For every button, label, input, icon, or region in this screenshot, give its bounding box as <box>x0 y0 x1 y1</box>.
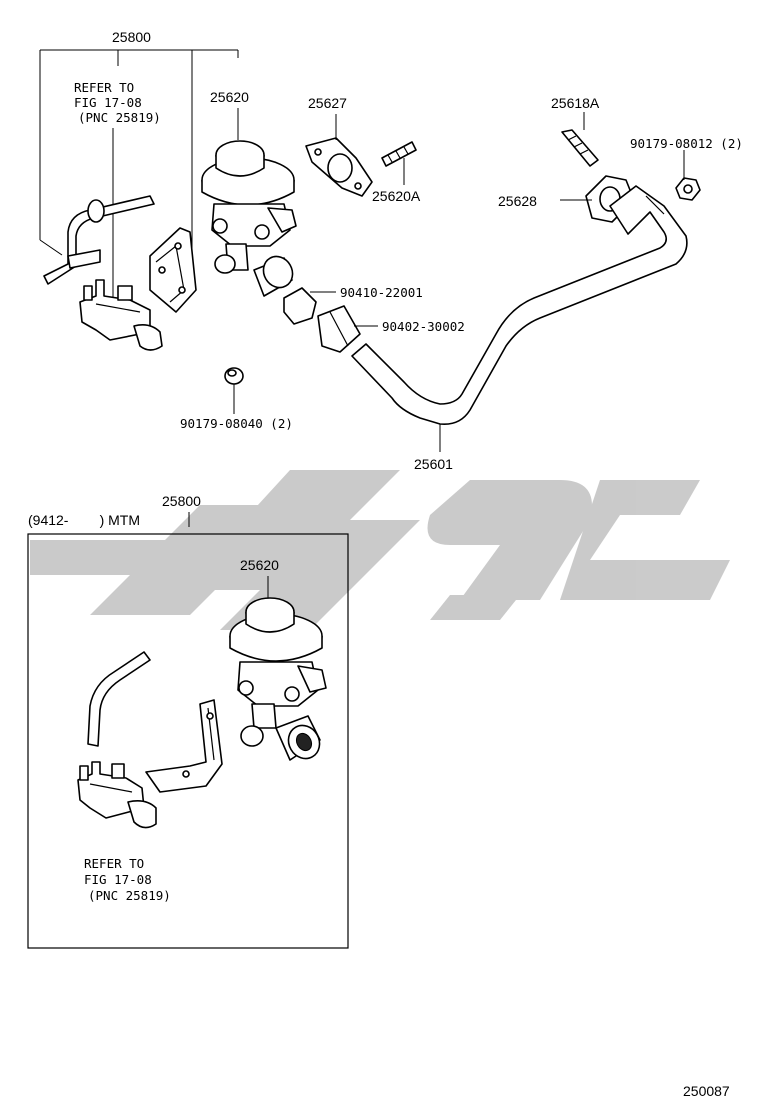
label-25601: 25601 <box>414 456 453 472</box>
label-90179-08040: 90179-08040 (2) <box>180 416 293 431</box>
watermark <box>30 470 730 630</box>
egr-pipe-25601 <box>317 185 688 426</box>
label-refer-bottom-1: REFER TO <box>84 856 144 871</box>
nut-90179-08012 <box>675 177 701 201</box>
nut-90179-08040 <box>224 367 244 385</box>
label-refer-top-2: FIG 17-08 <box>74 95 142 110</box>
vsv-top <box>79 279 163 351</box>
label-25800-bottom: 25800 <box>162 493 201 509</box>
label-25620-top: 25620 <box>210 89 249 105</box>
label-25800-top: 25800 <box>112 29 151 45</box>
label-25620A: 25620A <box>372 188 421 204</box>
vacuum-hose-bottom <box>87 651 151 747</box>
leader-lines-top <box>233 108 685 452</box>
vsv-bottom <box>77 761 157 829</box>
bracket-plate-top <box>149 227 197 313</box>
label-variant: (9412- ) MTM <box>28 512 140 528</box>
stud-25620A <box>381 141 417 167</box>
label-90410-22001: 90410-22001 <box>340 285 423 300</box>
bracket-plate-bottom <box>145 699 223 793</box>
diagram-id: 250087 <box>683 1083 730 1099</box>
egr-valve-bottom <box>229 597 327 761</box>
label-90179-08012: 90179-08012 (2) <box>630 136 743 151</box>
vacuum-hose-top <box>43 195 155 285</box>
label-90402-30002: 90402-30002 <box>382 319 465 334</box>
label-25628: 25628 <box>498 193 537 209</box>
label-25620-bottom: 25620 <box>240 557 279 573</box>
stud-25618A <box>561 129 599 167</box>
label-refer-top-3: (PNC 25819) <box>78 110 161 125</box>
label-25627: 25627 <box>308 95 347 111</box>
egr-valve-top <box>201 140 297 297</box>
variant-box <box>27 533 349 949</box>
label-refer-bottom-3: (PNC 25819) <box>88 888 171 903</box>
label-refer-bottom-2: FIG 17-08 <box>84 872 152 887</box>
label-25618A: 25618A <box>551 95 600 111</box>
union-90410-22001 <box>283 287 317 325</box>
gasket-25627 <box>305 137 373 197</box>
label-refer-top-1: REFER TO <box>74 80 134 95</box>
